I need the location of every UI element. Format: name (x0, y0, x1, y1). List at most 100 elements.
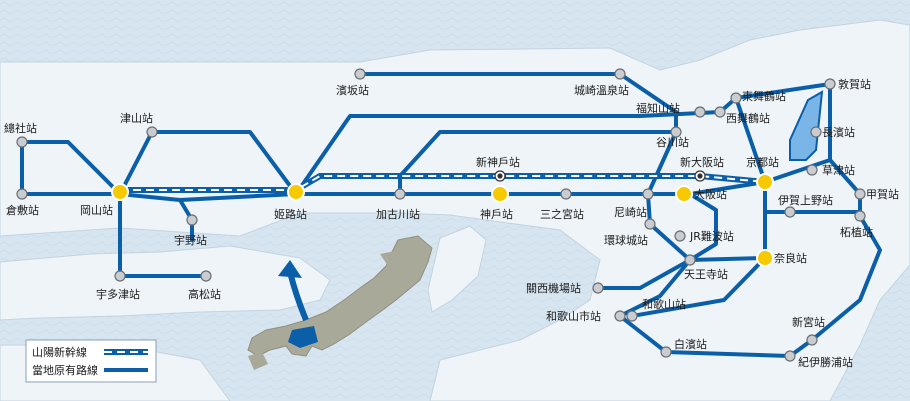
legend-box (25, 339, 157, 383)
station-dot-jrnamba[interactable] (674, 230, 686, 242)
shinkansen-stations (494, 170, 706, 182)
shinkansen-line (120, 173, 766, 193)
minor-stations (16, 68, 866, 362)
line-tsuyama-himeji (150, 130, 298, 196)
label-nishimaizuru: 西舞鶴站 (726, 111, 770, 125)
station-dot-kansaiairport[interactable] (592, 282, 604, 294)
label-igaueno: 伊賀上野站 (778, 193, 833, 207)
japan-inset (247, 235, 433, 370)
station-dot-osaka[interactable] (675, 185, 693, 203)
inset-arrow-head (278, 260, 302, 278)
station-dot-okayama[interactable] (111, 183, 129, 201)
legend-shinkansen-label: 山陽新幹線 (32, 345, 87, 359)
station-dot-nagahama[interactable] (810, 126, 822, 138)
station-dot-tanigawa[interactable] (670, 126, 682, 138)
label-osaka: 大阪站 (694, 187, 727, 201)
station-dot-higashimaizuru[interactable] (730, 92, 742, 104)
station-dot-kakogawa[interactable] (394, 188, 406, 200)
label-wakayamashi: 和歌山市站 (546, 309, 601, 323)
label-tanigawa: 谷川站 (656, 135, 689, 149)
station-dot-kyoto[interactable] (756, 173, 774, 191)
station-dot-sojashi[interactable] (16, 136, 28, 148)
line-kisei-east (810, 214, 882, 342)
station-dot-kinosakionsen[interactable] (614, 68, 626, 80)
station-dot-sannomiya[interactable] (560, 188, 572, 200)
label-tennoji: 天王寺站 (684, 267, 728, 281)
station-dot-nishimaizuru[interactable] (714, 106, 726, 118)
label-nara: 奈良站 (774, 251, 807, 265)
label-udatsu: 宇多津站 (96, 287, 140, 301)
station-dot-himeji[interactable] (287, 183, 305, 201)
lake-biwa (789, 90, 824, 161)
label-kiikatsuura: 紀伊勝浦站 (798, 355, 853, 369)
station-dot-shingu[interactable] (806, 334, 818, 346)
label-okayama: 岡山站 (80, 203, 113, 217)
line-nara-wakayama (630, 256, 767, 318)
station-dot-udatsu[interactable] (114, 270, 126, 282)
station-dot-nara[interactable] (756, 249, 774, 267)
label-takamatsu: 高松站 (188, 287, 221, 301)
label-kyoto: 京都站 (746, 155, 779, 169)
label-fukuchiyama: 福知山站 (636, 101, 680, 115)
line-tsuyama (118, 130, 154, 196)
station-dot-amagasaki[interactable] (642, 188, 654, 200)
label-kobe: 神戶站 (480, 207, 513, 221)
line-kibi (20, 140, 122, 196)
label-kurashiki: 倉敷站 (6, 203, 39, 217)
station-dot-shirahama[interactable] (660, 346, 672, 358)
line-kisei (618, 314, 814, 358)
station-dot-kusatsu[interactable] (806, 164, 818, 176)
label-uno: 宇野站 (174, 233, 207, 247)
station-dot-kobe[interactable] (491, 185, 509, 203)
station-dot-kanjojo[interactable] (644, 218, 656, 230)
label-shinkobe: 新神戶站 (476, 155, 520, 169)
label-jrnamba: JR難波站 (689, 229, 734, 243)
station-dot-wakayama[interactable] (626, 310, 638, 322)
station-dot-tsuyama[interactable] (146, 126, 158, 138)
major-stations (111, 173, 774, 267)
label-kansaiairport: 關西機場站 (526, 281, 581, 295)
label-tsuyama: 津山站 (120, 111, 153, 125)
station-dot-wakayamashi[interactable] (614, 310, 626, 322)
label-wakayama: 和歌山站 (642, 297, 686, 311)
label-sannomiya: 三之宮站 (540, 207, 584, 221)
station-dot-igaueno[interactable] (784, 206, 796, 218)
label-tsuge: 柘植站 (840, 225, 873, 239)
station-dot-fukuchiyama[interactable] (694, 106, 706, 118)
line-airport (596, 258, 692, 290)
label-shingu: 新宮站 (792, 315, 825, 329)
legend-local-label: 當地原有路線 (32, 363, 98, 377)
label-koka: 甲賀站 (866, 187, 899, 201)
line-loop-osaka (688, 192, 718, 262)
legend: 山陽新幹線 當地原有路線 (25, 339, 157, 383)
line-kakogawa (398, 130, 678, 196)
label-hamasaka: 濱坂站 (336, 83, 369, 97)
land-awaji (427, 225, 487, 313)
label-shinosaka: 新大阪站 (680, 155, 724, 169)
station-dot-hamasaka[interactable] (354, 68, 366, 80)
label-sojashi: 總社站 (4, 121, 37, 135)
station-dot-kiikatsuura[interactable] (784, 350, 796, 362)
station-dot-tsuge[interactable] (854, 210, 866, 222)
line-kosei (763, 158, 832, 184)
label-kakogawa: 加古川站 (376, 207, 420, 221)
station-dot-uno[interactable] (186, 214, 198, 226)
label-kanjojo: 環球城站 (604, 233, 648, 247)
line-bantan (294, 110, 722, 196)
station-labels: 總社站 倉敷站 津山站 岡山站 宇野站 宇多津站 高松站 姬路站 濱坂站 加古川… (4, 77, 899, 369)
label-tsuruga: 敦賀站 (838, 77, 871, 91)
label-himeji: 姬路站 (274, 207, 307, 221)
station-dot-tennoji[interactable] (684, 254, 696, 266)
label-higashimaizuru: 東舞鶴站 (742, 89, 786, 103)
label-shirahama: 白濱站 (674, 337, 707, 351)
land-shikoku (0, 245, 331, 321)
station-dot-tsuruga[interactable] (824, 78, 836, 90)
label-kinosakionsen: 城崎溫泉站 (574, 83, 629, 97)
label-amagasaki: 尼崎站 (614, 205, 647, 219)
station-dot-koka[interactable] (854, 188, 866, 200)
station-dot-takamatsu[interactable] (200, 270, 212, 282)
label-kusatsu: 草津站 (822, 163, 855, 177)
station-dot-kurashiki[interactable] (16, 188, 28, 200)
